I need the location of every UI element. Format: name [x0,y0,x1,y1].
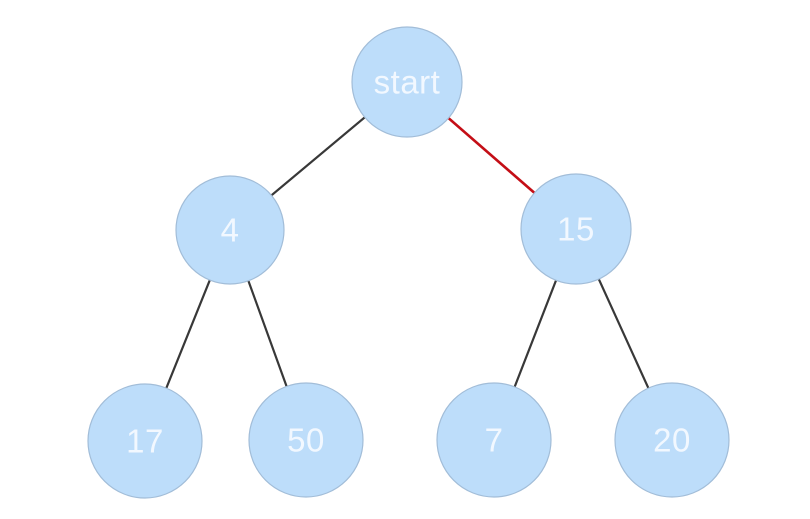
node-start-circle [351,26,463,138]
node-4: 4 [175,175,285,285]
node-20-label: 20 [653,422,691,459]
node-50: 50 [248,382,364,498]
node-17-circle [87,383,203,499]
node-20: 20 [614,382,730,498]
node-4-label: 4 [221,212,240,249]
node-7-label: 7 [485,422,504,459]
node-20-circle [614,382,730,498]
node-7: 7 [436,382,552,498]
node-4-circle [175,175,285,285]
node-15: 15 [520,173,632,285]
node-7-circle [436,382,552,498]
node-50-label: 50 [287,422,325,459]
node-50-circle [248,382,364,498]
node-15-label: 15 [557,211,595,248]
node-17: 17 [87,383,203,499]
node-start: start [351,26,463,138]
node-15-circle [520,173,632,285]
node-17-label: 17 [126,423,164,460]
node-start-label: start [374,64,441,101]
